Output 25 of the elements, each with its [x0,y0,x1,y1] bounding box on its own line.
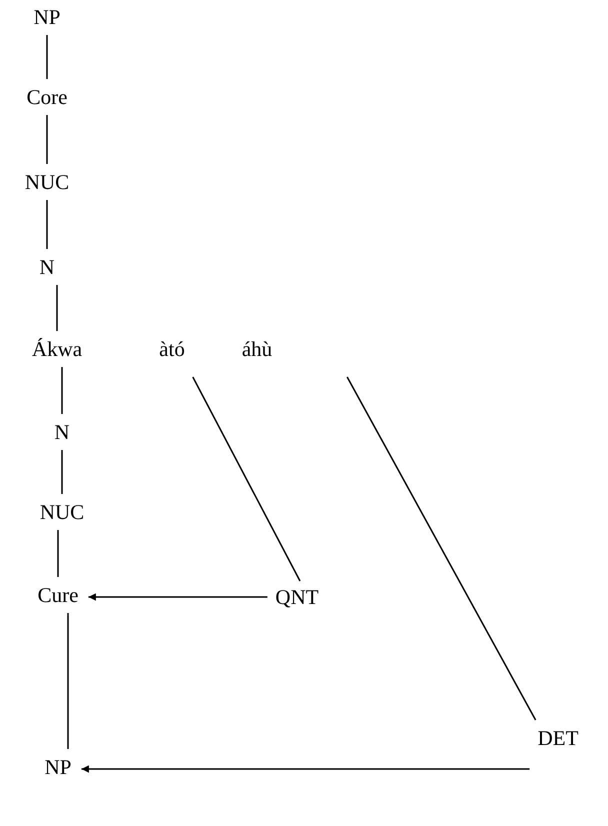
tree-line [46,200,48,249]
tree-label: áhù [242,337,272,361]
tree-label: Cure [38,583,78,607]
tree-label: NP [44,755,72,779]
tree-label: N [39,255,55,279]
tree-label: QNT [275,585,319,609]
tree-line [61,450,63,494]
tree-label: NUC [24,170,70,194]
arrow [81,765,530,773]
tree-line [67,613,69,749]
tree-line [61,367,63,414]
tree-line [46,115,48,164]
tree-label: NP [34,5,60,29]
tree-line [46,35,48,79]
tree-line [192,376,301,582]
tree-label: DET [538,726,578,750]
tree-label: àtó [159,337,185,361]
tree-label: N [54,420,70,444]
tree-label: Core [26,85,68,109]
tree-label: NUC [40,500,84,524]
tree-line [56,285,58,331]
arrow [88,593,268,601]
tree-line [346,376,536,720]
tree-label: Ákwa [32,337,82,361]
tree-line [57,530,59,577]
